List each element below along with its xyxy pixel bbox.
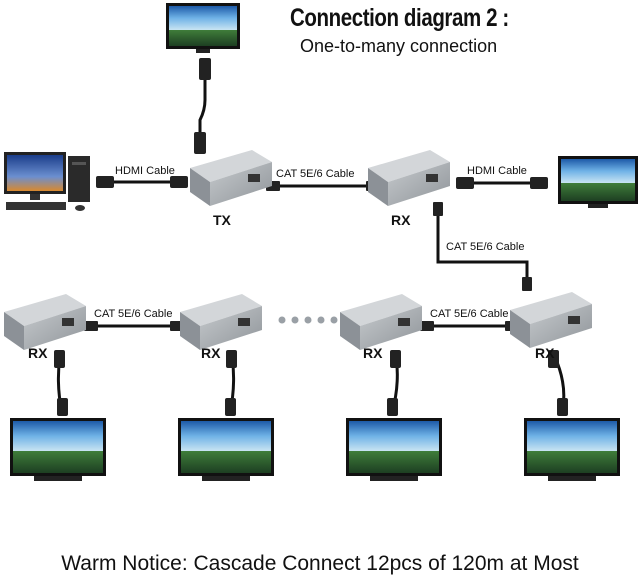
tag-rx-top: RX (391, 212, 411, 228)
label-cat-row-left: CAT 5E/6 Cable (94, 308, 173, 320)
hdmi-plug (199, 58, 211, 80)
label-cat-down: CAT 5E/6 Cable (446, 241, 525, 253)
rj45-plug (522, 277, 532, 291)
tag-rx-3: RX (363, 345, 383, 361)
hdmi-plug (54, 350, 65, 368)
label-hdmi-cable-right: HDMI Cable (467, 165, 527, 177)
tag-rx-1: RX (28, 345, 48, 361)
hdmi-plug (170, 176, 188, 188)
rx-device-1 (4, 294, 86, 350)
hdmi-plug (226, 350, 237, 368)
diagram-subtitle: One-to-many connection (300, 36, 498, 56)
hdmi-cable-top (198, 62, 207, 150)
label-cat-tx-rx: CAT 5E/6 Cable (276, 168, 355, 180)
hdmi-plug (530, 177, 548, 189)
hdmi-plug (194, 132, 206, 154)
tv-bottom-3 (346, 418, 442, 481)
rx-device-2 (180, 294, 262, 350)
pc-keyboard (6, 202, 66, 210)
hdmi-plug (57, 398, 68, 416)
tag-rx-4: RX (535, 345, 555, 361)
tv-right (558, 156, 638, 208)
hdmi-plug (390, 350, 401, 368)
tv-top (166, 3, 240, 53)
warm-notice: Warm Notice: Cascade Connect 12pcs of 12… (61, 552, 579, 575)
tv-bottom-4 (524, 418, 620, 481)
tx-device (190, 150, 272, 206)
pc-tower (68, 156, 90, 202)
label-hdmi-cable-left: HDMI Cable (115, 165, 175, 177)
diagram-title: Connection diagram 2 : (290, 4, 509, 32)
pc-mouse (75, 205, 85, 211)
tv-bottom-2 (178, 418, 274, 481)
rj45-plug (420, 321, 434, 331)
hdmi-plug (548, 350, 559, 368)
hdmi-plug (456, 177, 474, 189)
cat-cable-down (436, 205, 529, 290)
rj45-plug (84, 321, 98, 331)
ellipsis-dots (278, 316, 338, 324)
label-cat-row-right: CAT 5E/6 Cable (430, 308, 509, 320)
connectors (54, 58, 568, 416)
rx-device-3 (340, 294, 422, 350)
hdmi-plug (225, 398, 236, 416)
tag-rx-2: RX (201, 345, 221, 361)
tag-tx: TX (213, 212, 231, 228)
rx-device-top (368, 150, 450, 206)
hdmi-plug (557, 398, 568, 416)
rj45-plug (433, 202, 443, 216)
hdmi-plug (387, 398, 398, 416)
rx-device-4 (510, 292, 592, 348)
cables (56, 62, 566, 413)
hdmi-plug (96, 176, 114, 188)
tv-bottom-1 (10, 418, 106, 481)
desktop-pc (4, 152, 90, 211)
